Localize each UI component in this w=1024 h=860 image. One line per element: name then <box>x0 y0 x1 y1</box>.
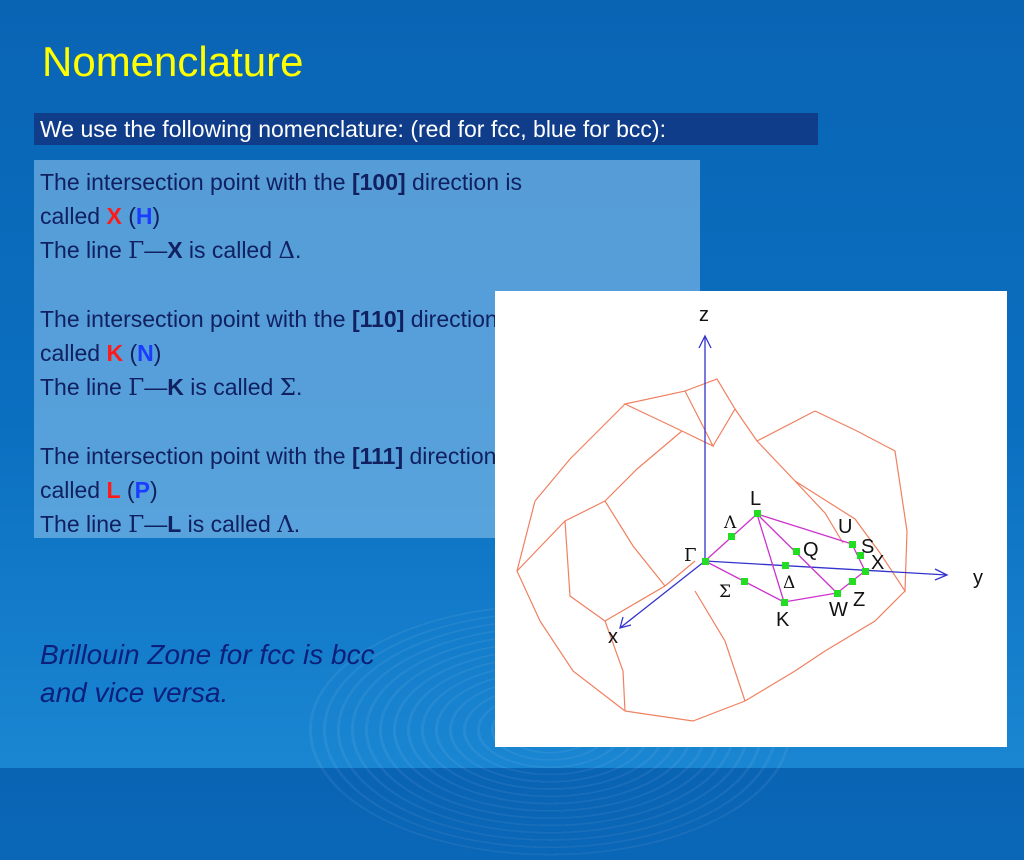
definition-line: called L (P) <box>40 477 158 503</box>
diagram-labels: z y x Γ L Λ U S Q X Δ Σ Z W K <box>608 304 983 648</box>
zone-edge <box>539 620 626 712</box>
L-K-line <box>756 513 785 603</box>
fcc-point-label: X <box>106 203 122 229</box>
zone-edge <box>516 500 606 572</box>
zone-edge <box>824 590 906 652</box>
intro-banner: We use the following nomenclature: (red … <box>34 113 818 145</box>
slide-title: Nomenclature <box>42 38 304 85</box>
definitions-text: The intersection point with the [100] di… <box>40 165 680 542</box>
y-axis-line <box>704 560 948 576</box>
X-label: X <box>871 552 884 574</box>
definition-line: called X (H) <box>40 203 161 229</box>
zone-edge <box>604 500 666 587</box>
delta-point-marker <box>782 562 789 569</box>
L-point-marker <box>754 510 761 517</box>
definition-line: The line Γ—X is called Δ. <box>40 237 302 264</box>
zone-edge <box>604 430 683 502</box>
K-point-marker <box>781 599 788 606</box>
fcc-point-label: K <box>106 340 124 366</box>
definition-line: The line Γ—K is called Σ. <box>40 374 303 401</box>
zone-edge <box>564 520 606 622</box>
S-point-marker <box>857 552 864 559</box>
zone-edge <box>534 403 626 502</box>
z-axis-arrow <box>698 334 712 349</box>
gamma-point-marker <box>702 558 709 565</box>
bcc-point-label: H <box>135 203 153 229</box>
zone-edge <box>516 500 541 622</box>
W-point-marker <box>834 590 841 597</box>
fcc-point-label: L <box>106 477 121 503</box>
bcc-point-label: P <box>134 477 150 503</box>
sigma-point-marker <box>741 578 748 585</box>
zone-edge <box>814 410 908 532</box>
line-name-label: Λ <box>277 512 294 538</box>
definition-line: called K (N) <box>40 340 162 366</box>
direction-label: [110] <box>351 306 405 332</box>
x-axis-arrow <box>619 616 632 629</box>
zone-edges <box>516 378 908 722</box>
Z-label: Z <box>853 589 865 611</box>
zone-edge <box>694 590 746 702</box>
K-label: K <box>776 609 790 631</box>
zone-edge <box>756 410 816 442</box>
U-point-marker <box>849 541 856 548</box>
caption: Brillouin Zone for fcc is bcc and vice v… <box>40 636 480 712</box>
y-axis-label: y <box>973 567 983 589</box>
line-name-label: Σ <box>279 375 296 401</box>
Z-point-marker <box>849 578 856 585</box>
definition-line: The intersection point with the [100] di… <box>40 169 522 195</box>
symmetry-points <box>702 510 869 606</box>
lambda-label: Λ <box>723 513 737 533</box>
L-label: L <box>750 488 761 510</box>
zone-edge <box>604 620 626 712</box>
zone-edge <box>684 378 736 447</box>
zone-face-top <box>623 390 715 448</box>
zone-edge <box>734 408 796 482</box>
Q-label: Q <box>803 539 819 561</box>
y-axis-arrow <box>934 568 949 581</box>
brillouin-zone-svg: z y x Γ L Λ U S Q X Δ Σ Z W K <box>516 304 983 722</box>
zone-edge <box>794 480 881 554</box>
line-name-label: Δ <box>278 238 296 264</box>
zone-edge <box>794 480 844 544</box>
lambda-point-marker <box>728 533 735 540</box>
L-U-line <box>756 513 853 545</box>
bcc-point-label: N <box>137 340 154 366</box>
U-label: U <box>838 516 852 538</box>
z-axis-label: z <box>699 304 709 326</box>
W-label: W <box>829 599 848 621</box>
sigma-label: Σ <box>719 582 731 602</box>
zone-edge <box>744 650 826 702</box>
brillouin-zone-diagram: z y x Γ L Λ U S Q X Δ Σ Z W K <box>495 291 1007 747</box>
X-point-marker <box>862 568 869 575</box>
caption-line-1: Brillouin Zone for fcc is bcc <box>40 639 375 670</box>
Q-point-marker <box>793 548 800 555</box>
direction-label: [100] <box>351 169 406 195</box>
K-W-line <box>783 592 838 603</box>
zone-edge <box>604 560 696 622</box>
zone-edge <box>624 700 746 722</box>
definition-line: The intersection point with the [110] di… <box>40 306 521 332</box>
gamma-label: Γ <box>684 545 697 566</box>
definition-line: The line Γ—L is called Λ. <box>40 511 301 538</box>
x-axis-label: x <box>608 626 618 648</box>
caption-line-2: and vice versa. <box>40 677 229 708</box>
axes <box>619 334 949 629</box>
S-label: S <box>861 536 874 558</box>
direction-label: [111] <box>351 443 404 469</box>
zone-edge <box>879 530 908 593</box>
x-axis-line <box>619 560 706 629</box>
delta-label: Δ <box>783 573 795 593</box>
